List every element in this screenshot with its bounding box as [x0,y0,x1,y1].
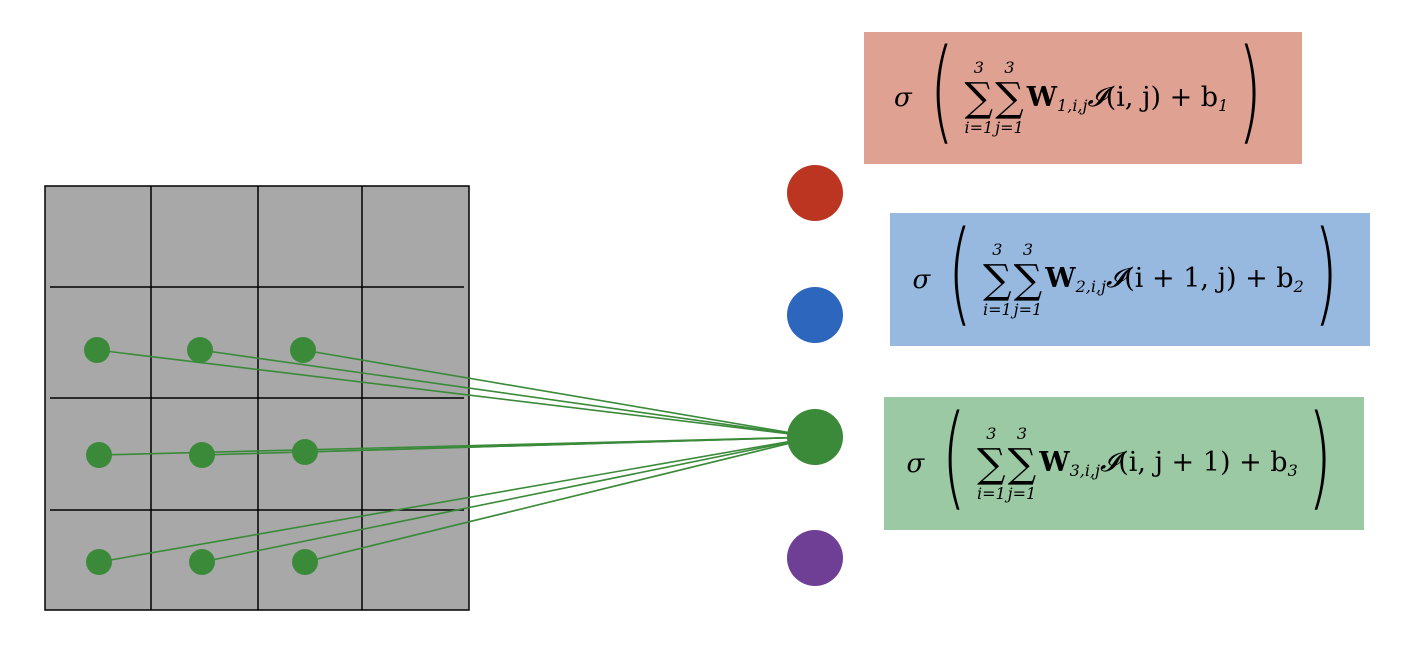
formula-box-1: σ ( 3 ∑ i=1 3 ∑ j=1 W1,i,j𝓘(i, j) + b1 ) [864,32,1302,164]
weight-subscript: 1,i,j [1057,95,1088,115]
sum-j-upper: 3 [1016,423,1028,443]
input-dot-4 [86,442,112,468]
sum-i-symbol: ∑ [983,256,1012,303]
connection-line-8 [201,436,816,563]
sum-j-upper: 3 [1004,58,1015,77]
bias-subscript: 2 [1293,277,1304,296]
output-node-blue [787,287,843,343]
formula-term: W3,i,j𝓘(i, j + 1) + b3 [1039,447,1298,480]
sum-j-lower: j=1 [1013,299,1043,319]
input-args: (i + 1, j) [1124,263,1237,294]
bias-subscript: 3 [1287,461,1298,480]
sum-i-symbol: ∑ [964,75,994,121]
sum-j: 3 ∑ j=1 [1013,239,1043,319]
right-paren: ) [1238,26,1263,156]
sum-j-lower: j=1 [995,118,1024,137]
input-dot-5 [189,442,215,468]
input-args: (i, j) [1105,81,1161,113]
formula-expression: σ ( 3 ∑ i=1 3 ∑ j=1 W1,i,j𝓘(i, j) + b1 ) [894,35,1272,147]
sum-j-symbol: ∑ [1013,256,1043,303]
bias-term: + b [1169,81,1219,113]
left-paren: ( [948,207,973,338]
formula-box-3: σ ( 3 ∑ i=1 3 ∑ j=1 W3,i,j𝓘(i, j + 1) + … [884,397,1364,530]
sum-i-lower: i=1 [982,299,1012,319]
weight-subscript: 2,i,j [1075,277,1106,296]
sum-i-upper: 3 [973,58,984,77]
formula-term: W1,i,j𝓘(i, j) + b1 [1027,82,1229,115]
output-node-green [787,409,843,465]
sum-i-lower: i=1 [964,118,994,137]
sigma-symbol: σ [912,264,931,295]
sum-j: 3 ∑ j=1 [1007,423,1037,503]
sum-i-upper: 3 [986,423,997,443]
right-paren: ) [1313,207,1338,338]
sum-i-symbol: ∑ [977,440,1006,487]
sum-i: 3 ∑ i=1 [982,239,1012,319]
input-symbol: 𝓘 [1087,81,1106,113]
output-node-purple [787,530,843,586]
input-symbol: 𝓘 [1106,263,1125,294]
weight-symbol: W [1039,447,1070,478]
sigma-symbol: σ [906,448,925,479]
sum-i-lower: i=1 [976,483,1006,503]
left-paren: ( [929,26,954,156]
input-args: (i, j + 1) [1118,447,1231,478]
bias-term: + b [1245,263,1294,294]
input-dot-2 [187,337,213,363]
formula-expression: σ ( 3 ∑ i=1 3 ∑ j=1 W2,i,j𝓘(i + 1, j) + … [912,217,1348,329]
weight-symbol: W [1026,81,1058,113]
sum-i: 3 ∑ i=1 [964,60,993,136]
left-paren: ( [942,391,967,522]
sum-j-symbol: ∑ [995,75,1024,121]
sum-j-lower: j=1 [1007,483,1037,503]
bias-subscript: 1 [1218,95,1229,115]
formula-term: W2,i,j𝓘(i + 1, j) + b2 [1045,263,1304,296]
input-dot-6 [292,439,318,465]
connection-line-2 [199,349,816,438]
output-node-red [787,165,843,221]
connection-line-6 [304,436,816,453]
sigma-symbol: σ [894,83,912,113]
sum-j: 3 ∑ j=1 [995,60,1024,136]
sum-j-symbol: ∑ [1007,440,1037,487]
connection-line-3 [302,349,816,438]
input-dot-3 [290,337,316,363]
weight-subscript: 3,i,j [1069,461,1100,480]
connection-line-7 [98,436,816,563]
input-dot-7 [86,549,112,575]
bias-term: + b [1239,447,1288,478]
weight-symbol: W [1045,263,1076,294]
input-dot-9 [292,549,318,575]
connection-line-9 [304,436,816,563]
formula-expression: σ ( 3 ∑ i=1 3 ∑ j=1 W3,i,j𝓘(i, j + 1) + … [906,401,1342,513]
sum-i-upper: 3 [992,239,1003,259]
input-symbol: 𝓘 [1100,447,1119,478]
input-dot-8 [189,549,215,575]
input-dot-1 [84,337,110,363]
sum-j-upper: 3 [1022,239,1034,259]
formula-box-2: σ ( 3 ∑ i=1 3 ∑ j=1 W2,i,j𝓘(i + 1, j) + … [890,213,1370,346]
right-paren: ) [1307,391,1332,522]
connection-line-1 [96,349,816,438]
sum-i: 3 ∑ i=1 [976,423,1006,503]
